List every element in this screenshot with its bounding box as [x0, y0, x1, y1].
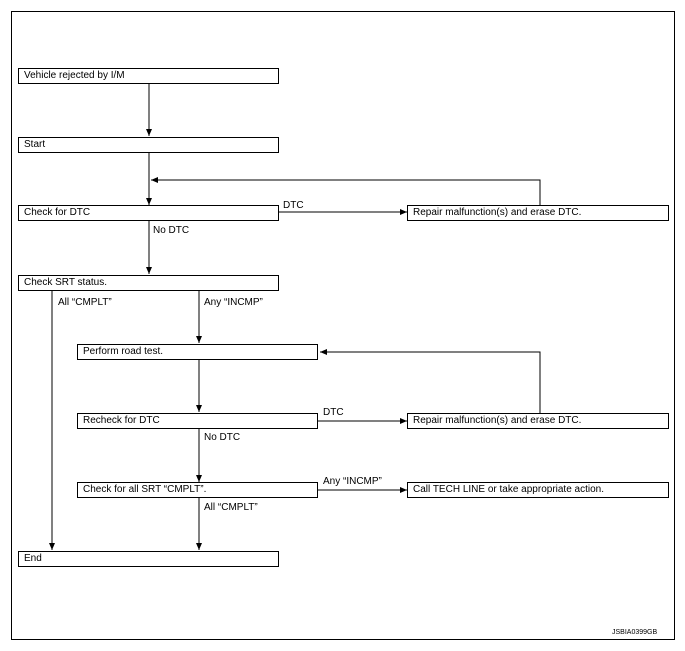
box-vehicle-rejected: Vehicle rejected by I/M — [18, 68, 279, 84]
box-check-all-srt: Check for all SRT “CMPLT”. — [77, 482, 318, 498]
arrow-repair-1-loop — [151, 177, 541, 205]
box-repair-1: Repair malfunction(s) and erase DTC. — [407, 205, 669, 221]
label-all-cmplt-2: All “CMPLT” — [204, 502, 258, 513]
box-check-srt: Check SRT status. — [18, 275, 279, 291]
box-check-dtc: Check for DTC — [18, 205, 279, 221]
box-road-test: Perform road test. — [77, 344, 318, 360]
label-dtc-2: DTC — [323, 407, 344, 418]
box-tech-line: Call TECH LINE or take appropriate actio… — [407, 482, 669, 498]
arrow-repair-2-loop — [320, 349, 541, 413]
box-start: Start — [18, 137, 279, 153]
figure-code: JSBIA0399GB — [612, 629, 658, 636]
label-all-cmplt-1: All “CMPLT” — [58, 297, 112, 308]
label-dtc-1: DTC — [283, 200, 304, 211]
diagram-frame — [11, 11, 675, 640]
label-no-dtc-2: No DTC — [204, 432, 241, 443]
box-end: End — [18, 551, 279, 567]
label-any-incmp-2: Any “INCMP” — [323, 476, 382, 487]
label-no-dtc-1: No DTC — [153, 225, 190, 236]
label-any-incmp-1: Any “INCMP” — [204, 297, 263, 308]
box-recheck-dtc: Recheck for DTC — [77, 413, 318, 429]
box-repair-2: Repair malfunction(s) and erase DTC. — [407, 413, 669, 429]
